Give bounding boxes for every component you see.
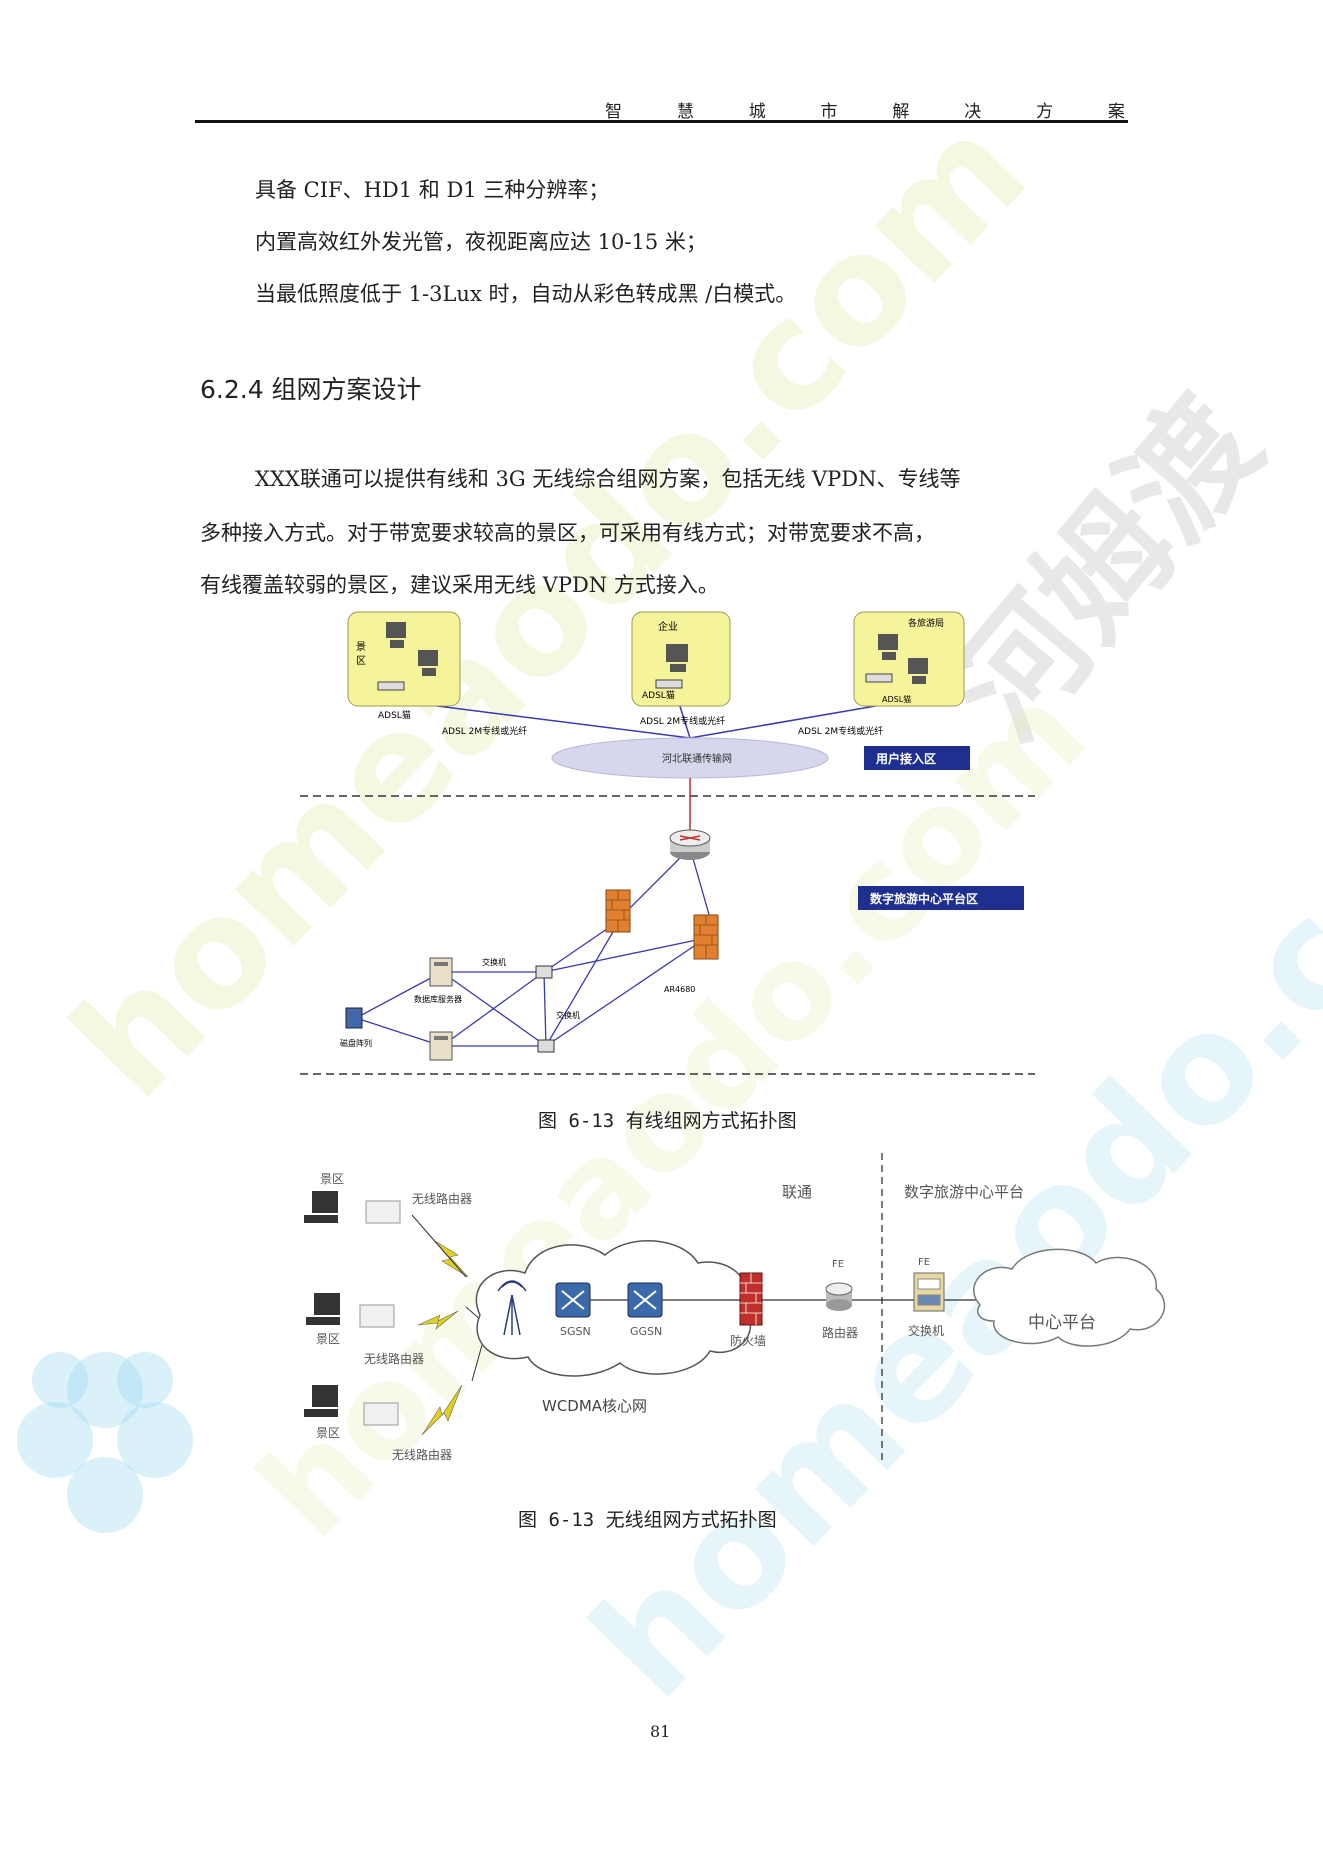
header-char: 决 (964, 102, 982, 122)
site-label: 企业 (658, 620, 678, 633)
modem-icon (865, 673, 893, 683)
server-icon (429, 1031, 453, 1061)
figure-caption: 图 6-13 无线组网方式拓扑图 (518, 1509, 777, 1531)
device-label: 交换机 (556, 1010, 580, 1020)
header-rule (195, 120, 1128, 123)
wireless-router-icon (365, 1200, 401, 1224)
ggsn-switch-icon (627, 1282, 663, 1318)
cloud-label: 河北联通传输网 (662, 752, 732, 765)
firewall-icon (739, 1272, 763, 1326)
antenna-icon (497, 1280, 527, 1336)
interface-label: FE (918, 1257, 930, 1268)
lightning-icon (421, 1384, 463, 1436)
header-char: 解 (892, 102, 910, 122)
section-heading: 6.2.4 组网方案设计 (200, 375, 422, 404)
device-label: ADSL猫 (642, 689, 675, 701)
spec-line: 当最低照度低于 1-3Lux 时，自动从彩色转成黑 /白模式。 (255, 282, 797, 306)
wireless-router-icon (363, 1402, 399, 1426)
running-header: 智 慧 城 市 解 决 方 案 (605, 97, 1125, 122)
page-number: 81 (650, 1722, 671, 1741)
center-platform-cloud (973, 1248, 1166, 1347)
switch-icon (535, 965, 553, 979)
computer-icon (306, 1293, 340, 1325)
figure-caption: 图 6-13 有线组网方式拓扑图 (538, 1110, 797, 1132)
cloud-label: 中心平台 (1028, 1313, 1096, 1333)
firewall-icon (605, 889, 631, 933)
node-label: 防火墙 (730, 1333, 766, 1348)
header-char: 智 (605, 102, 622, 122)
paragraph-line: XXX联通可以提供有线和 3G 无线综合组网方案，包括无线 VPDN、专线等 (255, 467, 961, 491)
router-label: 无线路由器 (392, 1447, 452, 1462)
modem-icon (377, 681, 405, 691)
node-label: 路由器 (822, 1325, 858, 1340)
site-label: 景区 (320, 1172, 344, 1186)
zone-label: 数字旅游中心平台区 (870, 891, 978, 906)
router-icon (825, 1282, 853, 1311)
computer-icon (304, 1385, 338, 1417)
site-label: 景区 (316, 1332, 340, 1346)
paragraph-line: 多种接入方式。对于带宽要求较高的景区，可采用有线方式；对带宽要求不高， (200, 521, 935, 545)
computer-icon (666, 644, 688, 672)
server-icon (429, 957, 453, 987)
site-box (347, 611, 461, 707)
interface-label: FE (832, 1259, 844, 1270)
router-label: 无线路由器 (364, 1351, 424, 1366)
spec-line: 内置高效红外发光管，夜视距离应达 10-15 米； (255, 230, 707, 254)
computer-icon (304, 1191, 338, 1223)
device-label: ADSL猫 (378, 709, 411, 721)
zone-label: 用户接入区 (875, 751, 936, 766)
zone-label-badge (864, 746, 970, 770)
wired-topology-diagram: 景 区 ADSL猫 企业 ADSL猫 各旅游局 ADSL猫 ADSL 2M专线或… (300, 611, 1035, 1075)
wireless-topology-diagram: 联通 数字旅游中心平台 景区 无线路由器 景区 无线路由器 景区 无线路由器 S… (304, 1153, 1166, 1463)
firewall-icon (693, 914, 719, 960)
site-label: 区 (356, 655, 366, 667)
device-label: ADSL猫 (882, 694, 911, 704)
center-title-label: 数字旅游中心平台 (904, 1183, 1024, 1201)
lightning-icon (417, 1310, 459, 1330)
site-label: 景区 (316, 1426, 340, 1440)
paragraph-line: 有线覆盖较弱的景区，建议采用无线 VPDN 方式接入。 (200, 573, 719, 597)
link-label: ADSL 2M专线或光纤 (640, 715, 725, 727)
watermark-flower-logo (17, 1352, 193, 1533)
computer-icon (386, 622, 438, 676)
header-char: 市 (820, 102, 838, 122)
site-label: 各旅游局 (908, 617, 944, 629)
device-label: 磁盘阵列 (340, 1038, 372, 1048)
device-label: AR4680 (664, 985, 695, 994)
header-char: 慧 (676, 102, 694, 122)
device-label: 数据库服务器 (414, 994, 462, 1004)
node-label: SGSN (560, 1325, 591, 1338)
switch-icon (913, 1272, 945, 1312)
device-label: 交换机 (482, 957, 506, 967)
computer-icon (878, 634, 928, 684)
core-network-cloud (475, 1239, 752, 1377)
header-char: 案 (1107, 102, 1125, 122)
core-network-label: WCDMA核心网 (542, 1397, 647, 1415)
node-label: GGSN (630, 1325, 662, 1338)
node-label: 交换机 (908, 1323, 944, 1338)
link-label: ADSL 2M专线或光纤 (442, 725, 527, 737)
operator-label: 联通 (782, 1183, 812, 1201)
router-label: 无线路由器 (412, 1191, 472, 1206)
zone-label-badge (858, 886, 1024, 910)
modem-icon (655, 679, 683, 689)
spec-line: 具备 CIF、HD1 和 D1 三种分辨率； (255, 178, 610, 202)
header-char: 城 (748, 102, 766, 122)
switch-icon (537, 1039, 555, 1053)
link-label: ADSL 2M专线或光纤 (798, 725, 883, 737)
sgsn-switch-icon (555, 1282, 591, 1318)
wireless-router-icon (359, 1304, 395, 1328)
header-char: 方 (1036, 102, 1054, 122)
disk-array-icon (345, 1007, 363, 1029)
router-icon (669, 829, 711, 860)
site-label: 景 (356, 641, 366, 653)
